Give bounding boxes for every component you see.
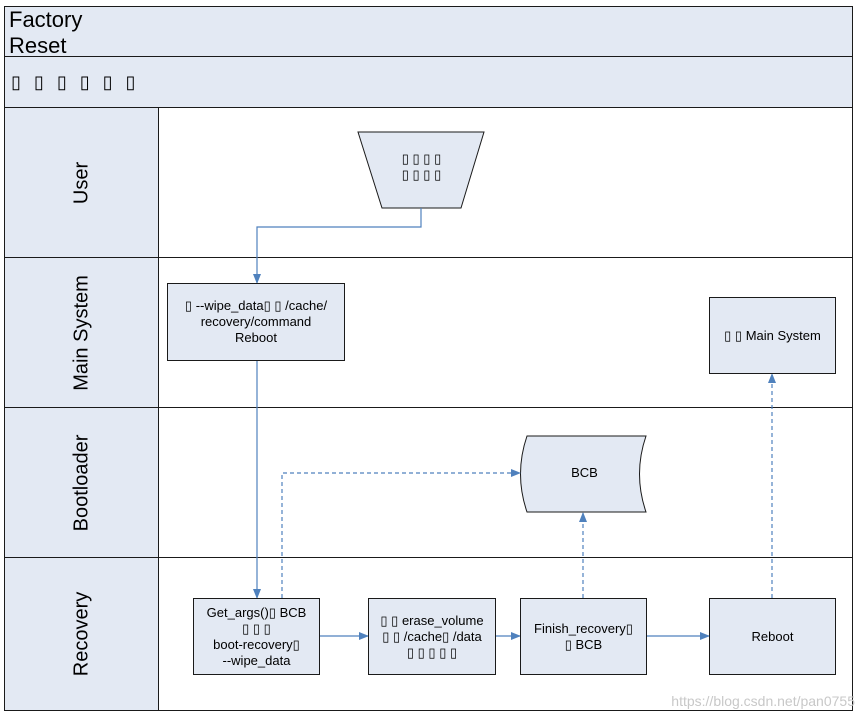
user-input-shape xyxy=(357,131,485,209)
lane-main-system-header: Main System xyxy=(5,258,159,407)
page-subtitle: ▯ ▯ ▯ ▯ ▯ ▯ xyxy=(4,56,853,108)
lane-recovery-header: Recovery xyxy=(5,558,159,710)
get-args-node: Get_args()▯ BCB ▯ ▯ ▯ boot-recovery▯ --w… xyxy=(193,598,320,675)
bcb-label: BCB xyxy=(571,465,598,480)
arrow-getargs-to-bcb xyxy=(281,469,521,598)
enter-main-system-node: ▯ ▯ Main System xyxy=(709,297,836,374)
user-input-label: ▯ ▯ ▯ ▯ ▯ ▯ ▯ ▯ xyxy=(401,151,442,182)
lane-bootloader-header: Bootloader xyxy=(5,408,159,557)
lane-bootloader: Bootloader xyxy=(4,407,853,558)
lane-user-header: User xyxy=(5,108,159,257)
page-title: Factory Reset xyxy=(4,6,853,58)
bcb-shape xyxy=(520,435,647,513)
watermark-text: https://blog.csdn.net/pan0755 xyxy=(671,693,855,709)
write-command-node: ▯ --wipe_data▯ ▯ /cache/ recovery/comman… xyxy=(167,283,345,361)
arrow-user-to-main xyxy=(253,208,422,284)
erase-volume-node: ▯ ▯ erase_volume ▯ ▯ /cache▯ /data ▯ ▯ ▯… xyxy=(368,598,496,675)
finish-recovery-node: Finish_recovery▯ ▯ BCB xyxy=(520,598,647,675)
reboot-node: Reboot xyxy=(709,598,836,675)
